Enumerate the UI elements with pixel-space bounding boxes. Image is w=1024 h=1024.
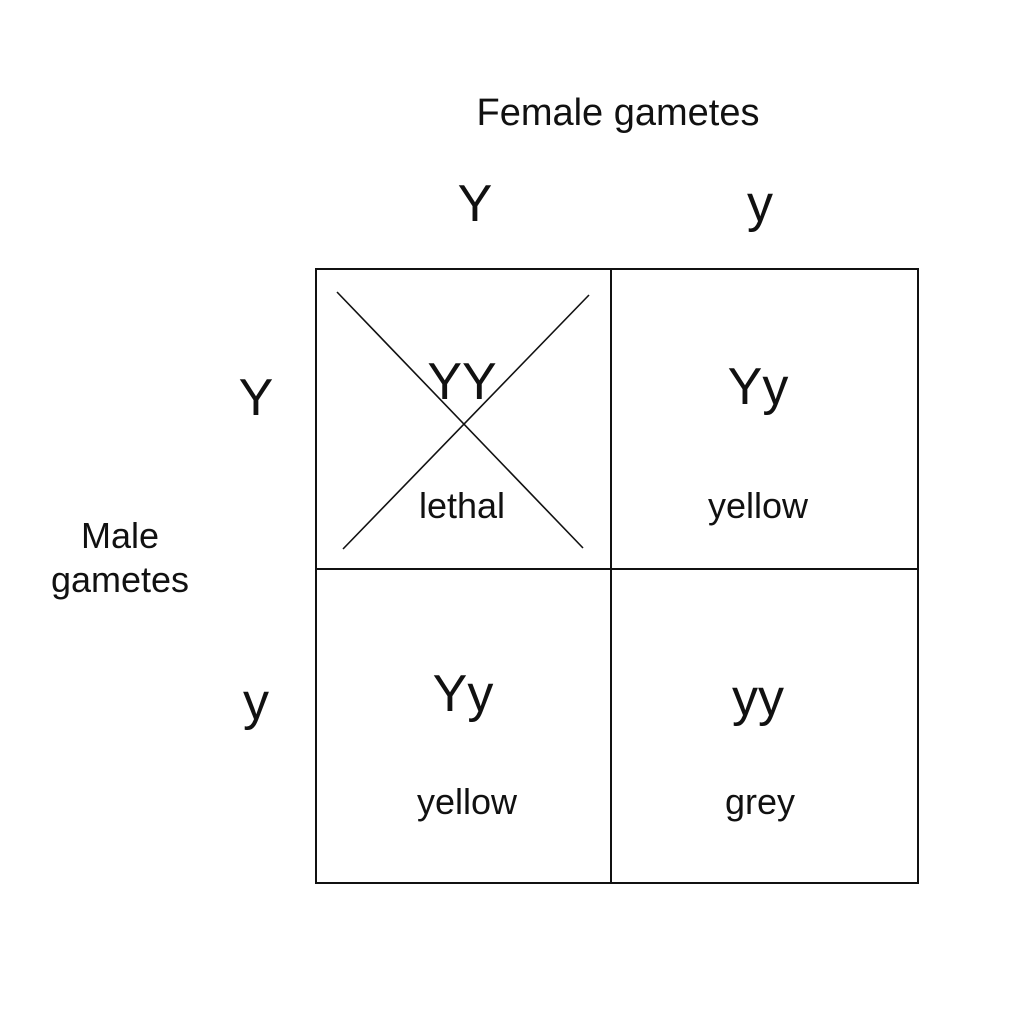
cross-line-2 — [342, 294, 590, 550]
male-gametes-title: Male gametes — [20, 514, 220, 602]
male-gametes-title-line1: Male — [80, 515, 160, 556]
female-gametes-title: Female gametes — [476, 92, 760, 134]
cell-yy-heterozygous-bottom-phenotype: yellow — [416, 781, 518, 822]
female-gamete-label-1: Y — [457, 175, 493, 233]
cell-yy-recessive-genotype: yy — [732, 669, 784, 727]
punnett-square-vertical-divider — [610, 268, 612, 884]
cell-yy-heterozygous-bottom-genotype: Yy — [432, 665, 494, 723]
cross-line-1 — [336, 291, 584, 549]
cell-yy-heterozygous-top-genotype: Yy — [727, 358, 789, 416]
male-gametes-title-line2: gametes — [50, 559, 190, 600]
cell-yy-recessive-phenotype: grey — [724, 781, 796, 822]
male-gamete-label-1: Y — [238, 369, 274, 427]
punnett-square-horizontal-divider — [315, 568, 919, 570]
male-gamete-label-2: y — [243, 673, 269, 731]
cell-yy-dominant-phenotype: lethal — [418, 485, 506, 526]
female-gamete-label-2: y — [747, 175, 773, 233]
cell-yy-heterozygous-top-phenotype: yellow — [707, 485, 809, 526]
lethal-cross-mark — [336, 291, 590, 550]
punnett-square-border — [315, 268, 919, 884]
